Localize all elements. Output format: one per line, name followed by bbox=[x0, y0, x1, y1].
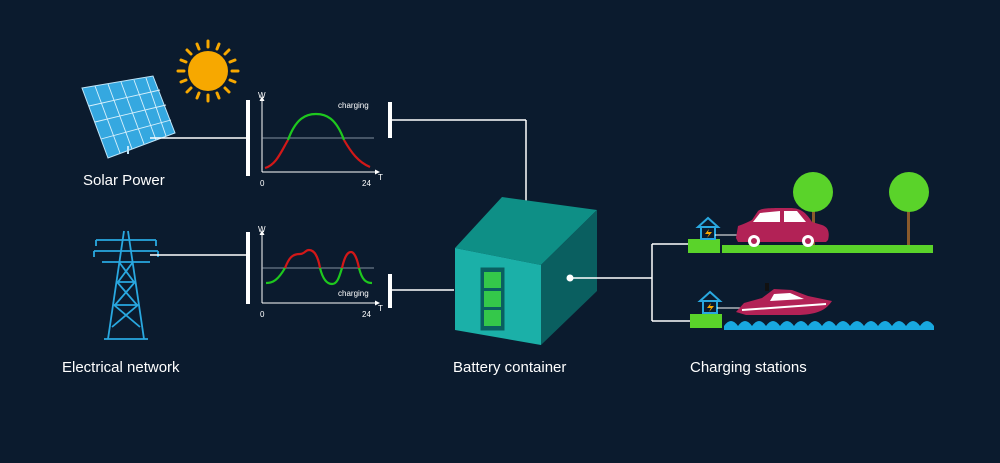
solar-discharge-curve-left bbox=[264, 139, 289, 170]
solar-charging-curve bbox=[286, 112, 346, 141]
battery-cell-1 bbox=[484, 272, 501, 288]
solar-x-axis-label: T bbox=[378, 173, 383, 182]
charger-house-icon bbox=[697, 290, 723, 314]
charging-station-connections bbox=[570, 243, 690, 322]
solar-panel-icon bbox=[81, 75, 176, 159]
solar-x-start-tick: 0 bbox=[260, 179, 265, 188]
grid-chart-plug-bar bbox=[246, 232, 250, 304]
solar-power-label: Solar Power bbox=[83, 172, 165, 189]
grid-y-axis-label: W bbox=[258, 225, 266, 234]
tree-icon bbox=[889, 172, 929, 247]
grid-charging-curve-1 bbox=[265, 267, 286, 285]
solar-power-chart: W T 0 24 charging bbox=[246, 91, 383, 188]
charger-house-icon bbox=[695, 216, 721, 240]
battery-cell-3 bbox=[484, 310, 501, 326]
car-icon bbox=[736, 208, 829, 247]
power-pylon-icon bbox=[93, 230, 159, 340]
solar-x-end-tick: 24 bbox=[362, 179, 371, 188]
charging-stations-label: Charging stations bbox=[690, 359, 807, 376]
boat-charger-base bbox=[690, 314, 722, 328]
grid-x-end-tick: 24 bbox=[362, 310, 371, 319]
water-waves-icon bbox=[724, 321, 934, 330]
grid-charging-curve-2 bbox=[318, 267, 344, 286]
electrical-network-label: Electrical network bbox=[62, 359, 180, 376]
battery-cells-icon bbox=[480, 267, 505, 331]
grid-charging-curve-3 bbox=[357, 267, 373, 285]
grid-discharge-curve-1 bbox=[283, 248, 322, 269]
sun-icon bbox=[176, 39, 240, 103]
grid-discharge-curve-2 bbox=[340, 250, 361, 269]
grid-battery-connection bbox=[388, 274, 454, 308]
battery-container-label: Battery container bbox=[453, 359, 566, 376]
solar-chart-plug-bar bbox=[246, 100, 250, 176]
grid-charging-annotation: charging bbox=[338, 289, 369, 298]
grid-x-axis-label: T bbox=[378, 304, 383, 313]
road-grass-strip bbox=[722, 245, 933, 253]
electrical-network-chart: W T 0 24 charging bbox=[246, 225, 383, 319]
solar-charging-annotation: charging bbox=[338, 101, 369, 110]
solar-discharge-curve-right bbox=[343, 139, 371, 169]
battery-cell-2 bbox=[484, 291, 501, 307]
battery-container-icon bbox=[455, 197, 597, 345]
grid-x-start-tick: 0 bbox=[260, 310, 265, 319]
boat-icon bbox=[736, 283, 832, 315]
solar-y-axis-label: W bbox=[258, 91, 266, 100]
car-charger-base bbox=[688, 239, 720, 253]
